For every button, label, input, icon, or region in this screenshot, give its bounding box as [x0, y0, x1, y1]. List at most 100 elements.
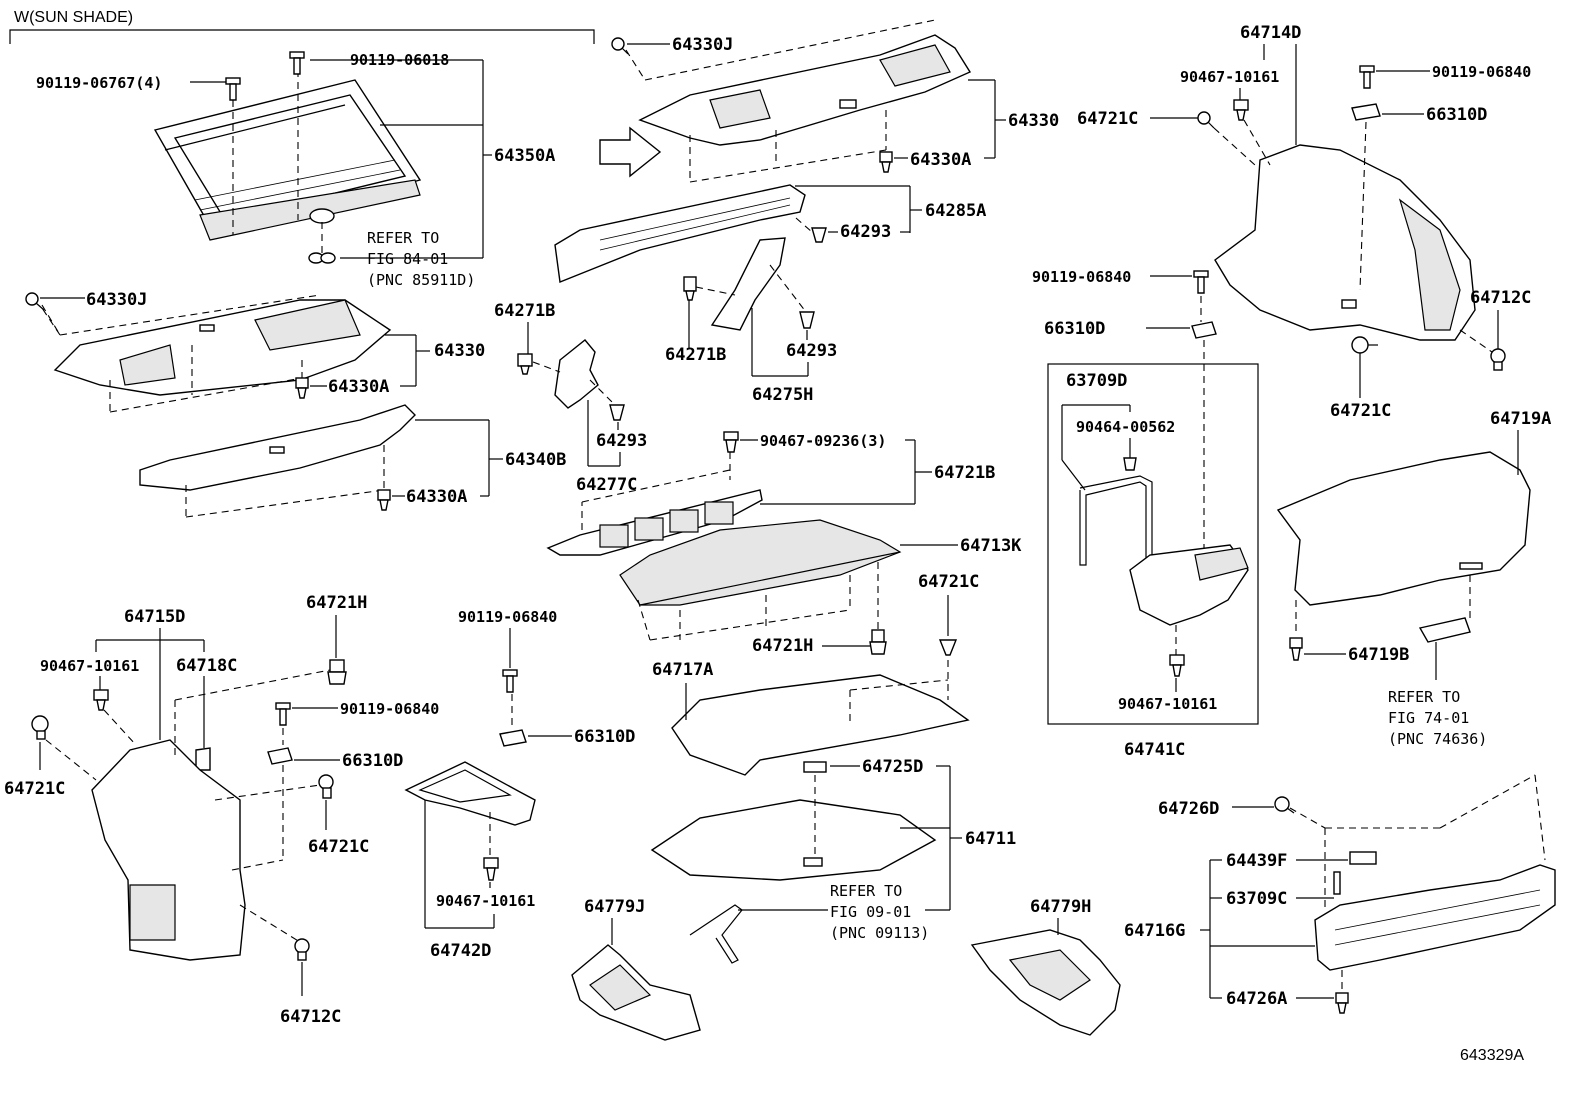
label-64271B-a: 64271B	[494, 301, 555, 321]
clip-icon	[1289, 637, 1303, 661]
label-64721C-mid: 64721C	[918, 572, 979, 592]
label-64439F: 64439F	[1226, 851, 1287, 871]
label-64275H: 64275H	[752, 385, 813, 405]
panel-64721B	[546, 489, 763, 556]
screw-icon	[1490, 348, 1506, 371]
label-90467-10161-a: 90467-10161	[1180, 68, 1279, 86]
bolt-icon	[502, 669, 518, 693]
clip-icon	[803, 761, 827, 773]
label-64715D: 64715D	[124, 607, 185, 627]
label-64271B-b: 64271B	[665, 345, 726, 365]
refer-fig-1: FIG 84-01	[367, 250, 448, 268]
label-90467-10161-b: 90467-10161	[1118, 695, 1217, 713]
scuff-plate-64716G	[1314, 864, 1556, 971]
clip-icon	[295, 377, 309, 399]
sun-shade-assembly	[153, 79, 422, 241]
label-90467-10161-c: 90467-10161	[40, 657, 139, 675]
label-64721C-d: 64721C	[308, 837, 369, 857]
nut-icon	[499, 729, 527, 747]
refer-fig-2: FIG 09-01	[830, 903, 911, 921]
clip-icon	[327, 659, 347, 685]
label-64726D: 64726D	[1158, 799, 1219, 819]
label-90119-06840-b: 90119-06840	[1032, 268, 1131, 286]
storage-box-64741C	[1129, 544, 1249, 626]
screw-icon	[1274, 796, 1295, 814]
spacer-64779H	[970, 929, 1121, 1036]
label-64779H: 64779H	[1030, 897, 1091, 917]
refer-fig-3: FIG 74-01	[1388, 709, 1469, 727]
refer-to-1: REFER TO	[367, 229, 439, 247]
label-64330-b: 64330	[434, 341, 485, 361]
label-64293-c: 64293	[596, 431, 647, 451]
label-64713K: 64713K	[960, 536, 1022, 556]
clip-icon	[483, 857, 499, 881]
label-64330-a: 64330	[1008, 111, 1059, 131]
screw-icon	[1197, 111, 1215, 129]
bolt-icon	[289, 51, 305, 75]
bolt-icon	[275, 702, 291, 726]
label-64719B: 64719B	[1348, 645, 1409, 665]
label-64330A-b: 64330A	[406, 487, 467, 507]
label-64285A: 64285A	[925, 201, 986, 221]
panel-64340B	[139, 404, 416, 491]
clip-icon	[517, 353, 533, 375]
side-trim-64714D	[1214, 144, 1476, 341]
label-64330J-b: 64330J	[86, 290, 147, 310]
clip-icon	[195, 747, 211, 771]
clip-icon	[1169, 654, 1185, 677]
clip-icon	[683, 276, 697, 301]
label-90467-10161-d: 90467-10161	[436, 892, 535, 910]
strap-63709D	[1079, 475, 1153, 566]
label-64721C-b: 64721C	[1330, 401, 1391, 421]
label-64779J: 64779J	[584, 897, 645, 917]
label-64726A: 64726A	[1226, 989, 1287, 1009]
label-64712C-a: 64712C	[1470, 288, 1531, 308]
label-90119-06840-a: 90119-06840	[1432, 63, 1531, 81]
clip-icon	[377, 489, 391, 511]
clip-icon	[879, 151, 893, 173]
sun-shade-header: W(SUN SHADE)	[14, 9, 133, 26]
clip-icon	[1333, 871, 1341, 895]
screw-icon	[31, 715, 49, 740]
label-90464-00562: 90464-00562	[1076, 418, 1175, 436]
label-66310D-d: 66310D	[574, 727, 635, 747]
nut-icon	[267, 747, 293, 765]
screw-icon	[611, 37, 629, 55]
package-tray-left	[53, 299, 392, 396]
label-64293-a: 64293	[840, 222, 891, 242]
label-64721B: 64721B	[934, 463, 995, 483]
pushpin-icon	[1351, 336, 1378, 354]
clip-icon	[799, 311, 815, 329]
panel-64285A	[554, 184, 806, 283]
refer-to-3: REFER TO	[1388, 688, 1460, 706]
label-64721H-b: 64721H	[306, 593, 367, 613]
label-64714D: 64714D	[1240, 23, 1301, 43]
nut-icon	[1191, 321, 1217, 339]
clip-icon	[1233, 99, 1249, 121]
label-64721C-c: 64721C	[4, 779, 65, 799]
label-64721C-a: 64721C	[1077, 109, 1138, 129]
clip-icon	[609, 404, 625, 421]
label-64293-b: 64293	[786, 341, 837, 361]
handle-icon	[1418, 617, 1471, 643]
side-trim-64715D	[91, 739, 246, 961]
label-64350A: 64350A	[494, 146, 555, 166]
clip-icon	[308, 252, 336, 264]
spacer-64779J	[571, 944, 701, 1041]
clip-icon	[93, 689, 109, 711]
detail-box-64741C	[1047, 363, 1259, 725]
label-64340B: 64340B	[505, 450, 566, 470]
bolt-icon	[1359, 65, 1375, 89]
bolt-icon	[1193, 270, 1209, 294]
clip-icon	[1335, 992, 1349, 1014]
mat-64717A	[671, 674, 970, 776]
jack-handle-icon	[689, 904, 743, 964]
label-90119-06840-c: 90119-06840	[340, 700, 439, 718]
label-66310D-b: 66310D	[1044, 319, 1105, 339]
label-64742D: 64742D	[430, 941, 491, 961]
label-64330A-c: 64330A	[328, 377, 389, 397]
clip-icon	[869, 629, 887, 655]
label-66310D-a: 66310D	[1426, 105, 1487, 125]
label-64741C: 64741C	[1124, 740, 1185, 760]
